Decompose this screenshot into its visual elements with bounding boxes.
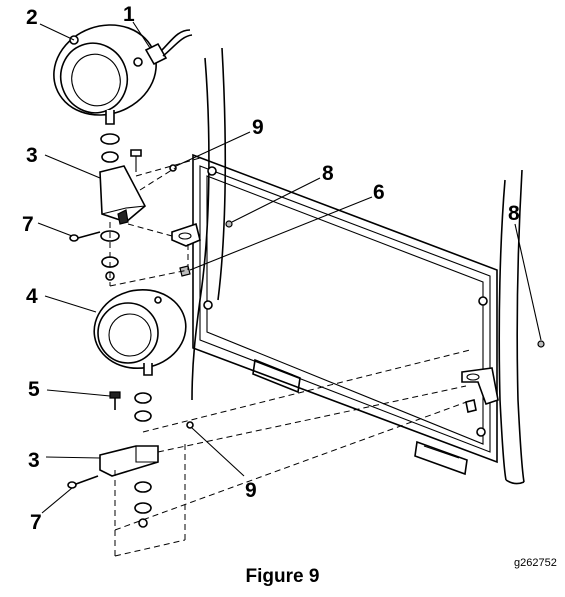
bolt-upper xyxy=(130,149,142,172)
callout-1: 1 xyxy=(123,3,135,26)
lower-spacer-stack xyxy=(134,392,152,528)
callout-7-lower: 7 xyxy=(30,511,42,534)
panel-bolt xyxy=(203,300,213,310)
callout-9-upper: 9 xyxy=(252,116,264,139)
panel-bolt xyxy=(478,296,488,306)
assembly-lines xyxy=(109,157,473,557)
callout-7-upper: 7 xyxy=(22,213,34,236)
callout-9-lower: 9 xyxy=(245,479,257,502)
leader-lines xyxy=(37,21,542,514)
lower-mount-bracket xyxy=(461,367,499,413)
callout-8-right: 8 xyxy=(508,202,520,225)
callout-3-lower: 3 xyxy=(28,449,40,472)
window-panel xyxy=(192,153,498,464)
callout-labels: 1 2 3 7 9 8 6 8 4 5 3 7 9 xyxy=(22,3,520,534)
callout-6: 6 xyxy=(373,181,385,204)
washer-upper xyxy=(169,164,177,172)
callout-3-upper: 3 xyxy=(26,144,38,167)
screw-upper xyxy=(69,231,101,242)
lamp-screw xyxy=(133,57,143,67)
callout-5: 5 xyxy=(28,378,40,401)
bolt-lower xyxy=(109,391,121,410)
nut-right xyxy=(537,340,545,348)
screw-lower xyxy=(67,475,99,489)
step-upper xyxy=(252,358,301,394)
callout-4: 4 xyxy=(26,285,38,308)
machine-frame xyxy=(191,47,525,485)
light-bracket-upper xyxy=(99,165,147,225)
callout-8-upper: 8 xyxy=(322,162,334,185)
graphic-code: g262752 xyxy=(514,557,557,569)
callout-2: 2 xyxy=(26,6,38,29)
washer-lower xyxy=(186,421,194,429)
work-light-lower xyxy=(93,288,187,376)
panel-bolt xyxy=(207,166,217,176)
wire-connector xyxy=(144,29,193,66)
nut-upper xyxy=(225,220,233,228)
step-lower xyxy=(414,440,468,476)
work-light-upper xyxy=(53,24,157,125)
figure-caption: Figure 9 xyxy=(245,566,320,587)
panel-bolt xyxy=(476,427,486,437)
light-bracket-lower xyxy=(99,445,159,477)
